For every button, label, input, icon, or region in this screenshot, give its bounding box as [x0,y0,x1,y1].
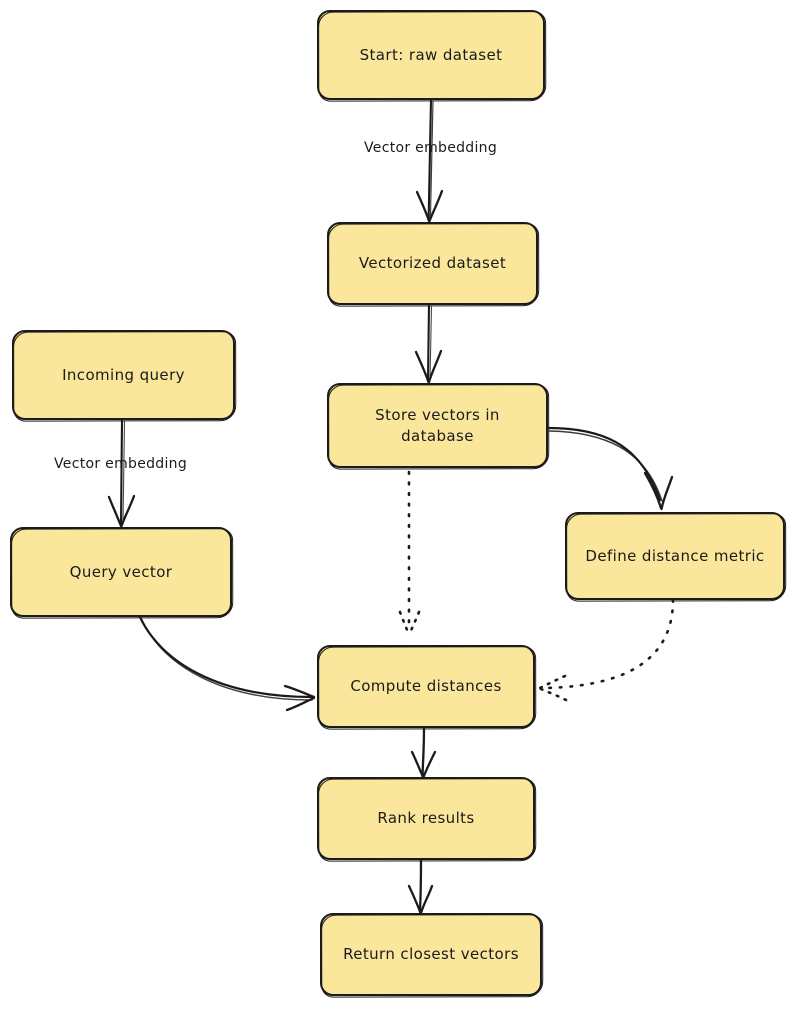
node-incoming-query[interactable]: Incoming query [12,330,235,420]
node-label: Start: raw dataset [359,45,503,64]
node-label: Define distance metric [585,546,765,565]
node-shape [327,222,538,305]
edge-queryvector-to-compute [138,615,316,712]
edge-label-vector-embedding-top: Vector embedding [364,140,498,156]
node-rank-results[interactable]: Rank results [317,777,535,860]
node-label: Compute distances [350,677,502,696]
node-shape [12,330,235,420]
node-define-distance-metric[interactable]: Define distance metric [565,512,785,600]
node-store-vectors-in-database[interactable]: Store vectors in database [327,383,548,468]
edge-vectorized-to-store [414,303,443,384]
node-label: Query vector [69,562,173,581]
node-shape [10,527,232,617]
node-label: Incoming query [62,365,185,384]
node-start-raw-dataset[interactable]: Start: raw dataset [317,10,545,100]
node-label: Store vectors in database [375,406,500,445]
node-shape [327,383,548,468]
edge-compute-to-rank [410,726,437,779]
node-shape [317,645,535,728]
node-compute-distances[interactable]: Compute distances [317,645,535,728]
node-label: Rank results [377,809,475,828]
edge-incoming-to-queryvector [107,418,136,528]
edge-store-to-compute-dotted [398,470,421,637]
node-return-closest-vectors[interactable]: Return closest vectors [320,913,542,996]
node-shape [565,512,785,600]
node-shape [317,10,545,100]
node-vectorized-dataset[interactable]: Vectorized dataset [327,222,538,305]
node-query-vector[interactable]: Query vector [10,527,232,617]
node-label: Return closest vectors [343,945,519,964]
edge-rank-to-return [407,858,434,915]
node-label: Vectorized dataset [358,254,507,273]
edge-store-to-metric [546,426,674,511]
edge-metric-to-compute-dotted [538,598,675,702]
edge-label-vector-embedding-left: Vector embedding [54,456,188,472]
edge-start-to-vectorized [415,98,444,223]
